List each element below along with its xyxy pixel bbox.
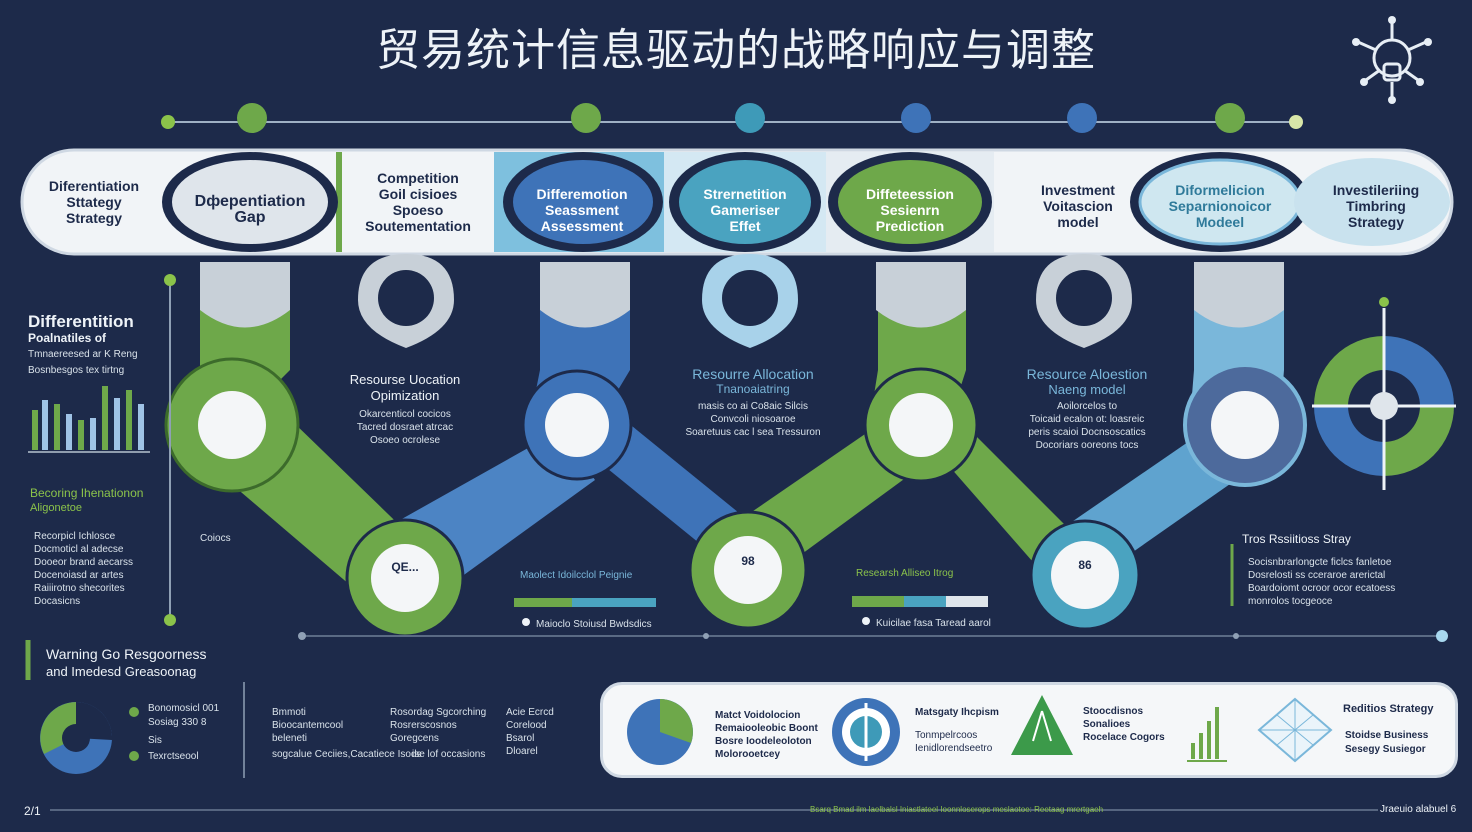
drop-icons	[358, 254, 1132, 348]
right-body: Socisnbrarlongcte ficlcs fanletoe Dosrel…	[1248, 557, 1396, 607]
bar1-title: Maolect Idoilcclol Peignie	[520, 570, 633, 581]
left-notes: Recorpicl Ichlosce Docmoticl al adecse D…	[34, 530, 164, 608]
resource-label-3-sub: Naeng model	[1048, 382, 1126, 397]
legend-item: Texrctseool	[148, 751, 199, 762]
resource-label-1-title: Resourse Uocation Opimization	[349, 372, 461, 403]
col3-item: Acie Ecrcd	[506, 707, 554, 718]
band-label-6: Diffeteession Sesienrn Prediction	[866, 186, 954, 234]
col3-item: Bsarol	[506, 733, 535, 744]
node-value-1: QE...	[391, 560, 419, 574]
band-label-9: Investileriing Timbring Strategy	[1332, 182, 1420, 230]
resource-label-3-title: Resource Aloestion	[1026, 366, 1148, 382]
card-text-1: Matct Voidolocion Remaiooleobic Boont Bo…	[715, 710, 818, 760]
left-sub2: Tmnaereesed ar K Reng	[28, 349, 138, 360]
bottom-left-heading1: Warning Go Resgoorness	[46, 646, 207, 662]
band-label-8: Diformelicion Separnionoicor Modeel	[1168, 182, 1272, 230]
left-bar-chart	[28, 386, 150, 453]
legend-item: Sis	[148, 735, 162, 746]
node-value-2: 98	[741, 554, 755, 568]
left-note: Dooeor brand aecarss	[34, 557, 133, 568]
bar2-seg	[946, 596, 988, 607]
band-label-2: Dферentiation Gap	[194, 193, 306, 226]
right-title: Tros Rssiitioss Stray	[1242, 532, 1351, 546]
timeline-nodes	[161, 103, 1303, 133]
node-value-3: 86	[1078, 558, 1092, 572]
bar2-seg	[904, 596, 946, 607]
card-text-4: Reditios Strategy	[1343, 703, 1434, 715]
left-sub3: Bosnbesgos tex tirtng	[28, 365, 125, 376]
bottom-left-heading2: and Imedesd Greasoonag	[46, 664, 197, 679]
band-label-3: Competition Goil cisioes Spoeso Soutemen…	[365, 170, 471, 234]
band-label-1: Diferentiation Sttategy Strategy	[48, 178, 140, 226]
left-small-label: Coiocs	[200, 533, 231, 544]
col1-item: Bmmoti	[272, 707, 306, 718]
summary-card: Matct Voidolocion Remaiooleobic Boont Bo…	[600, 682, 1458, 778]
bottom-col3: Acie Ecrcd Corelood Bsarol Dloarel	[506, 706, 586, 758]
card-text-2b: Tonmpelrcoos Ienidlorendseetro	[915, 730, 993, 754]
footer-mid: Bsarq Bmad ilm laelbalsl Iniastlateel Io…	[810, 805, 1104, 814]
resource-label-2-sub: Tnanoaiatring	[716, 382, 790, 396]
col2-item: Goregcens	[390, 733, 439, 744]
left-note: Docasicns	[34, 596, 81, 607]
band-label-4: Differemotion Seassment Assessment	[536, 186, 628, 234]
bottom-left-donut	[40, 701, 139, 774]
card-text-3: Stoocdisnos Sonalioes Rocelace Cogors	[1083, 706, 1165, 743]
bar2-title: Researsh Alliseo Itrog	[856, 568, 954, 579]
card-text-2: Matsgaty Ihcpism	[915, 707, 999, 718]
card-text-4b: Stoidse Business Sesegy Susiegor	[1345, 730, 1429, 755]
footer-page: 2/1	[24, 804, 41, 818]
left-heading: Differentition	[28, 312, 134, 331]
col2-footnote: ise lof occasions	[412, 749, 486, 760]
left-note: Docenoiasd ar artes	[34, 570, 124, 581]
bar1-seg	[572, 598, 656, 607]
resource-label-2-body: masis co ai Co8aic Silcis Convcoli nioso…	[685, 401, 821, 438]
resource-label-1-body: Okarcenticol cocicos Tacred dosraet atrc…	[356, 409, 454, 446]
left-note: Docmoticl al adecse	[34, 544, 124, 555]
col1-item: Bioocantemcool	[272, 720, 344, 731]
bar2-seg	[852, 596, 904, 607]
shield-pods	[200, 262, 1284, 328]
col2-item: Rosordag Sgcorching	[390, 707, 487, 718]
upper-nodes	[164, 357, 1307, 493]
lower-nodes	[345, 510, 1141, 638]
network-emblem-icon	[1352, 16, 1432, 104]
resource-label-3-body: Aoilorcelos to Toicaid ecalon ot: loasre…	[1028, 401, 1146, 451]
left-sub1: Poalnatiles of	[28, 331, 107, 345]
left-bottom-label2: Aligonetoe	[30, 502, 82, 514]
growth-chart-icon	[1187, 707, 1227, 762]
bar1-note: Maioclo Stoiusd Bwdsdics	[536, 619, 652, 630]
compass-icon	[1312, 297, 1456, 490]
left-bottom-label: Becoring Ihenationon	[30, 486, 144, 500]
col3-item: Dloarel	[506, 746, 538, 757]
legend-item: Bonomosicl 001	[148, 703, 220, 714]
bottom-col2: Rosordag Sgcorching Rosrerscosnos Goregc…	[390, 706, 490, 745]
pie-icon	[627, 699, 693, 765]
left-note: Recorpicl Ichlosce	[34, 531, 116, 542]
col1-item: beleneti	[272, 733, 308, 744]
resource-label-2-title: Resourre Allocation	[692, 366, 814, 382]
bottom-col1: Bmmoti Bioocantemcool beleneti	[272, 706, 392, 745]
left-note: Raiiirotno shecorites	[34, 583, 125, 594]
legend-item: Sosiag 330 8	[148, 717, 207, 728]
page-title: 贸易统计信息驱动的战略响应与调整	[376, 25, 1096, 76]
target-icon	[832, 698, 900, 766]
diamond-grid-icon	[1257, 697, 1333, 763]
footer-right: Jraeuio alabuel 6	[1380, 804, 1457, 815]
bar2-note: Kuicilae fasa Taread aarol	[876, 618, 991, 629]
bar1-seg	[514, 598, 572, 607]
band-label-7: Investment Voitascion model	[1041, 182, 1115, 230]
mountain-icon	[1011, 695, 1073, 755]
col2-item: Rosrerscosnos	[390, 720, 457, 731]
col1-footnote: sogcalue Ceciies,Cacatiece Isods	[272, 749, 422, 760]
band-label-5: Strernetition Gameriser Effet	[703, 186, 787, 234]
col3-item: Corelood	[506, 720, 547, 731]
